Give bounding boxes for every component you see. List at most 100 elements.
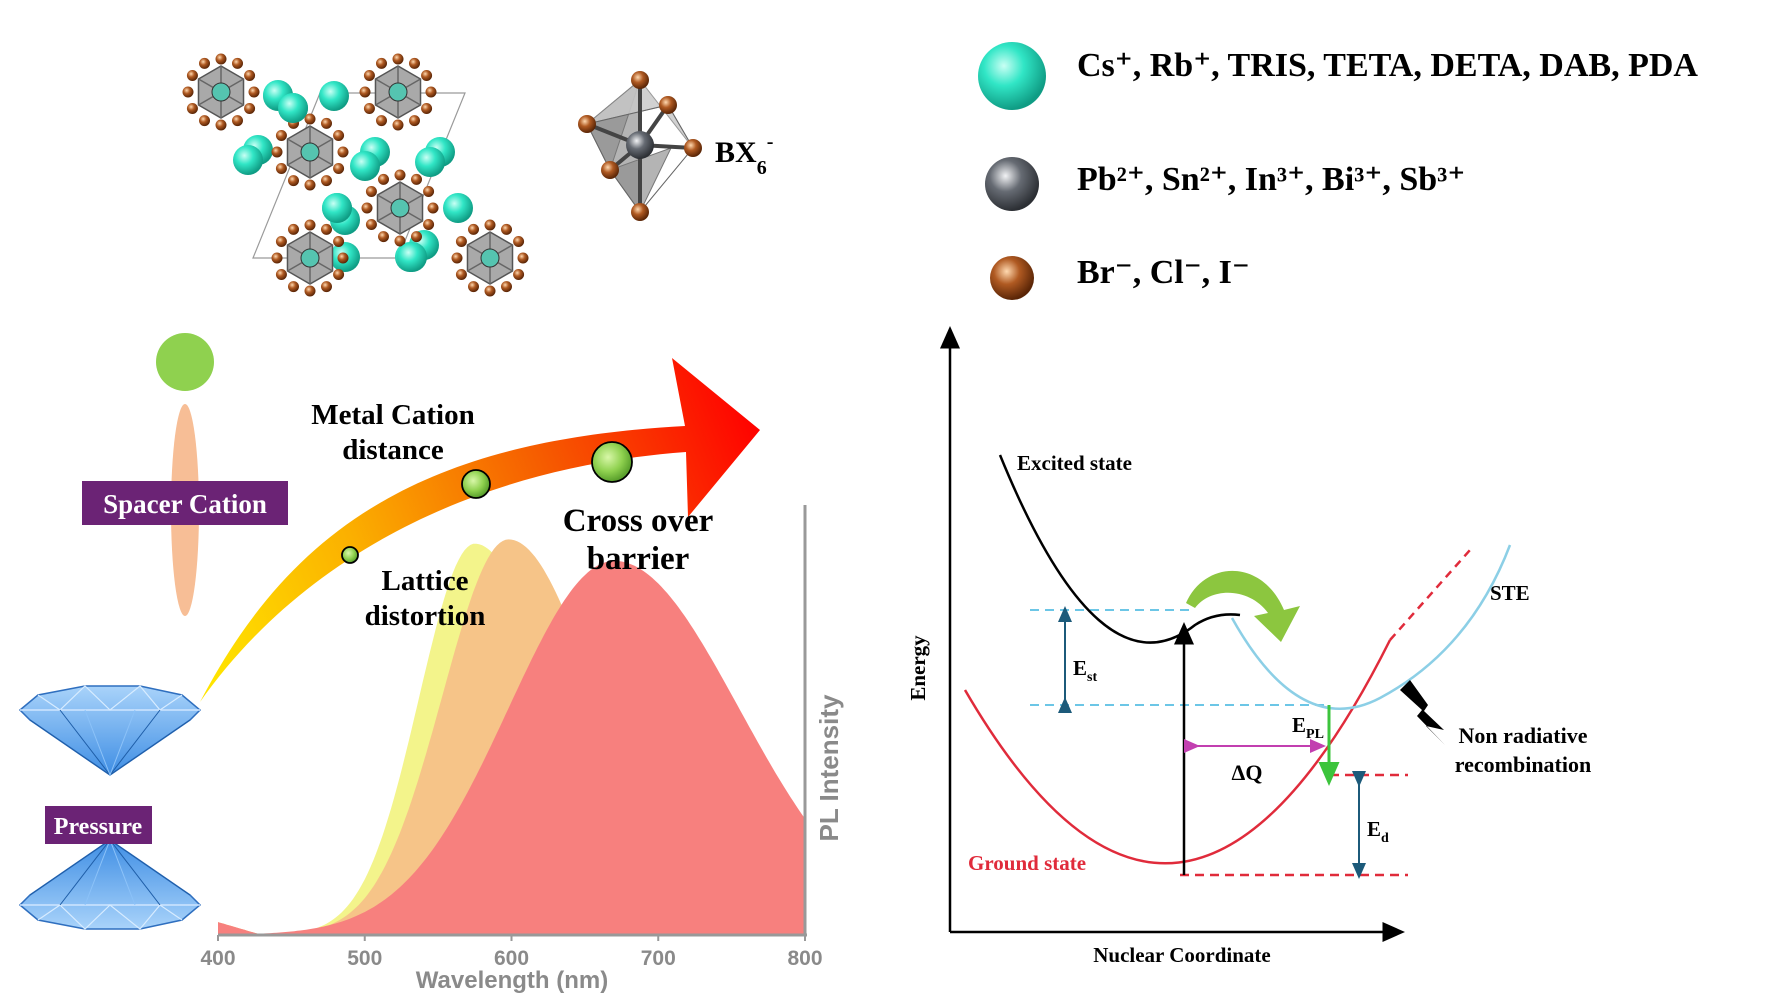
halide-atom bbox=[288, 223, 299, 235]
ground-state-curve bbox=[963, 639, 1392, 865]
est-label: Est bbox=[1073, 656, 1097, 685]
ste-curve bbox=[1230, 544, 1512, 710]
energy-xlabel: Nuclear Coordinate bbox=[1093, 943, 1271, 967]
halide-atom bbox=[376, 57, 387, 69]
legend: Cs⁺, Rb⁺, TRIS, TETA, DETA, DAB, PDA Pb²… bbox=[978, 42, 1698, 300]
a-cation-atom bbox=[278, 93, 308, 123]
halide-atom bbox=[409, 115, 420, 127]
a-cation-atom bbox=[397, 242, 427, 272]
a-cation-atom bbox=[350, 151, 380, 181]
halide-atom bbox=[215, 119, 227, 131]
halide-atom bbox=[275, 236, 287, 247]
halide-atom bbox=[392, 53, 404, 65]
halide-atom bbox=[321, 117, 332, 129]
spacer-cation-badge bbox=[82, 481, 288, 525]
halide-atom bbox=[484, 285, 496, 297]
halide-atom bbox=[423, 219, 435, 230]
pressure-badge bbox=[45, 806, 152, 844]
halide-atom bbox=[321, 223, 332, 235]
halide-atom bbox=[232, 115, 243, 127]
halide-atom bbox=[244, 70, 256, 81]
halide-atom bbox=[321, 281, 332, 293]
crystal-structure bbox=[182, 53, 529, 297]
halide-atom bbox=[333, 163, 345, 174]
halide-atom bbox=[468, 223, 479, 235]
cation-a-legend-icon bbox=[978, 42, 1046, 110]
pl-xtick-label: 400 bbox=[200, 947, 235, 970]
pl-areas bbox=[218, 539, 805, 935]
halide-atom bbox=[199, 115, 210, 127]
halide-atom bbox=[501, 223, 512, 235]
halide-atom bbox=[455, 236, 467, 247]
pl-xtick-label: 700 bbox=[641, 947, 676, 970]
halide-atom bbox=[244, 103, 256, 114]
large-cation-ball bbox=[591, 441, 633, 483]
pressure-label: Pressure bbox=[54, 814, 143, 840]
ground-state-extension bbox=[1389, 549, 1471, 641]
halide-atom bbox=[423, 186, 435, 197]
halide-atom bbox=[376, 115, 387, 127]
ed-label: Ed bbox=[1367, 817, 1389, 846]
halide-atom bbox=[288, 281, 299, 293]
halide-atom bbox=[501, 281, 512, 293]
halide-atom bbox=[455, 269, 467, 280]
excited-state-curve bbox=[998, 454, 1241, 644]
cation-b-legend-icon bbox=[985, 157, 1039, 211]
halide-atom bbox=[337, 252, 349, 264]
halide-atom bbox=[304, 113, 316, 125]
halide-atom bbox=[186, 103, 198, 114]
halide-atom bbox=[427, 202, 439, 214]
excited-state-label: Excited state bbox=[1017, 451, 1132, 475]
halide-atom bbox=[421, 70, 433, 81]
spacer-cation-label: Spacer Cation bbox=[103, 489, 267, 519]
ste-label: STE bbox=[1490, 581, 1530, 605]
small-cation-ball bbox=[341, 546, 359, 564]
halide-atom bbox=[392, 119, 404, 131]
pl-xtick-label: 500 bbox=[347, 947, 382, 970]
cation-a-legend-label: Cs⁺, Rb⁺, TRIS, TETA, DETA, DAB, PDA bbox=[1077, 47, 1698, 84]
pl-xtick-label: 800 bbox=[787, 947, 822, 970]
halide-atom bbox=[411, 231, 422, 243]
halide-atom bbox=[468, 281, 479, 293]
a-cation-atom bbox=[233, 145, 263, 175]
halide-atom bbox=[517, 252, 529, 264]
halide-atom bbox=[199, 57, 210, 69]
cation-b-legend-label: Pb²⁺, Sn²⁺, In³⁺, Bi³⁺, Sb³⁺ bbox=[1077, 161, 1465, 198]
halide-atom bbox=[232, 57, 243, 69]
halide-atom bbox=[337, 146, 349, 158]
diamond-top-icon bbox=[18, 685, 202, 777]
halide-atom bbox=[378, 231, 389, 243]
halide-atom bbox=[365, 219, 377, 230]
halide-atom bbox=[333, 236, 345, 247]
halide-atom bbox=[425, 86, 437, 98]
halide-atom bbox=[186, 70, 198, 81]
halide-atom bbox=[304, 219, 316, 231]
halide-atom bbox=[378, 173, 389, 185]
halide-atom bbox=[421, 103, 433, 114]
pl-xlabel: Wavelength (nm) bbox=[416, 967, 608, 994]
halide-atom bbox=[394, 169, 406, 181]
halide-atom bbox=[248, 86, 260, 98]
a-cation-atom bbox=[443, 193, 473, 223]
halide-atom bbox=[304, 179, 316, 191]
octahedron-icon bbox=[578, 71, 702, 221]
halide-atom bbox=[271, 252, 283, 264]
halide-atom bbox=[361, 202, 373, 214]
halide-atom bbox=[321, 175, 332, 187]
octahedron-label: BX6- bbox=[715, 131, 773, 179]
halide-atom bbox=[513, 269, 525, 280]
halide-atom bbox=[304, 285, 316, 297]
anion-x-legend-label: Br⁻, Cl⁻, I⁻ bbox=[1077, 254, 1250, 291]
a-cation-atom bbox=[415, 147, 445, 177]
halide-atom bbox=[394, 235, 406, 247]
halide-atom bbox=[363, 70, 375, 81]
halide-atom bbox=[451, 252, 463, 264]
halide-atom bbox=[513, 236, 525, 247]
halide-atom bbox=[484, 219, 496, 231]
halide-atom bbox=[271, 146, 283, 158]
halide-atom bbox=[409, 57, 420, 69]
